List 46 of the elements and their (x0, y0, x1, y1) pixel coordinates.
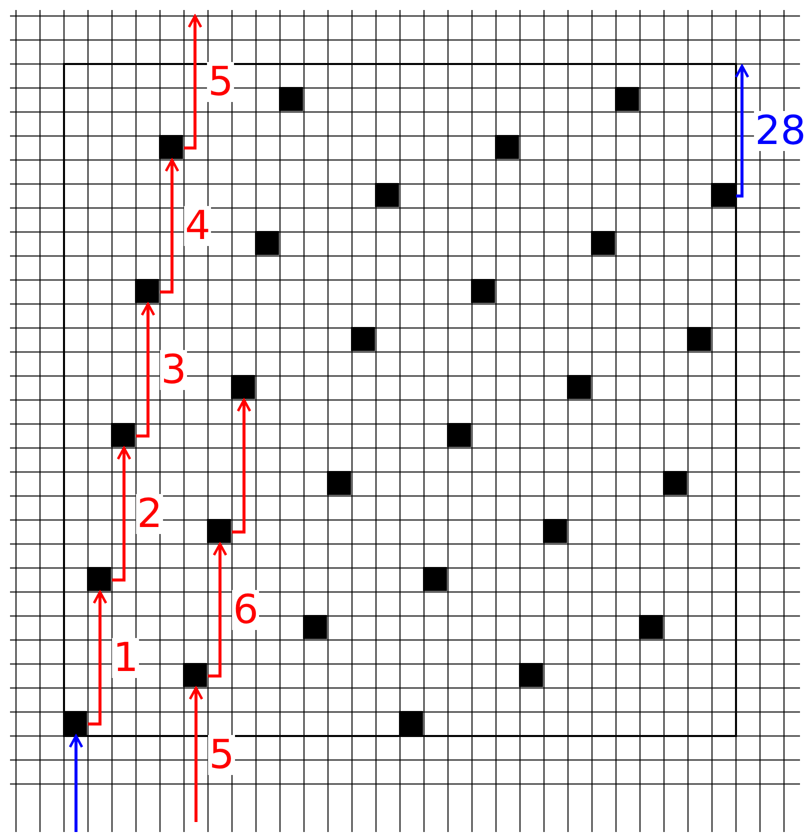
filled-square (183, 663, 207, 687)
arrow (68, 734, 84, 832)
edge-label: 1 (112, 638, 140, 678)
filled-square (279, 87, 303, 111)
filled-square (519, 663, 543, 687)
filled-square (543, 519, 567, 543)
arrow (188, 686, 204, 822)
filled-square (87, 567, 111, 591)
filled-square (591, 231, 615, 255)
edge-label: 2 (136, 494, 164, 534)
arrow (88, 590, 108, 726)
filled-square (447, 423, 471, 447)
filled-square (663, 471, 687, 495)
filled-square (231, 375, 255, 399)
filled-square (135, 279, 159, 303)
filled-square (615, 87, 639, 111)
edge-label: 3 (160, 350, 188, 390)
edge-label: 5 (208, 735, 236, 775)
filled-square (687, 327, 711, 351)
filled-square (255, 231, 279, 255)
arrow (734, 64, 750, 198)
filled-square (399, 711, 423, 735)
filled-square (327, 471, 351, 495)
filled-square (639, 615, 663, 639)
filled-square (351, 327, 375, 351)
edge-label: 4 (184, 206, 212, 246)
filled-square (471, 279, 495, 303)
filled-square (495, 135, 519, 159)
edge-label: 6 (232, 590, 260, 630)
arrow (160, 158, 180, 294)
filled-square (375, 183, 399, 207)
arrow (136, 302, 156, 438)
arrow (208, 542, 228, 678)
filled-square (303, 615, 327, 639)
edge-label: 5 (207, 62, 234, 102)
arrow (184, 14, 202, 150)
filled-square (111, 423, 135, 447)
filled-square (159, 135, 183, 159)
arrow (112, 446, 132, 582)
frame-square (63, 63, 737, 737)
filled-square (423, 567, 447, 591)
filled-square (711, 183, 735, 207)
filled-square (207, 519, 231, 543)
filled-square (63, 711, 87, 735)
arrow (232, 398, 252, 534)
filled-square (567, 375, 591, 399)
